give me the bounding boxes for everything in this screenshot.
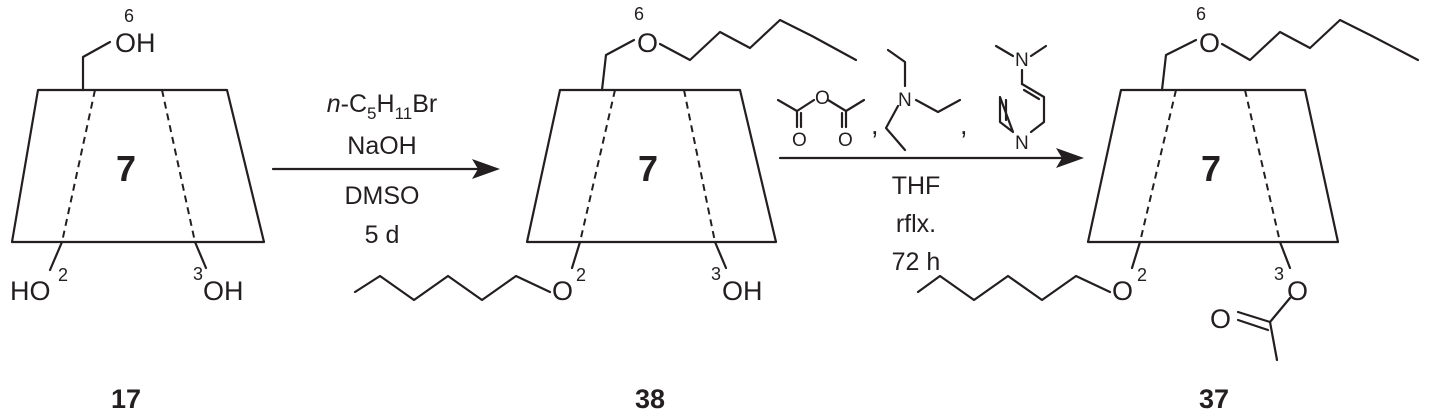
ring-unit-count: 7 bbox=[116, 148, 136, 189]
o3-bond bbox=[193, 240, 208, 270]
anhydride-skeleton-right bbox=[826, 98, 866, 113]
o2-bond bbox=[1130, 240, 1142, 270]
o3-label: O bbox=[1287, 276, 1308, 306]
reaction-arrow-2-head bbox=[1056, 148, 1084, 168]
anhydride-bridge-o: O bbox=[815, 88, 830, 109]
dmap-amine-n: N bbox=[1015, 50, 1029, 71]
ethyl-arm-bottom bbox=[884, 104, 907, 152]
pyridine-double-2 bbox=[1022, 88, 1041, 101]
ring-unit-count: 7 bbox=[638, 148, 658, 189]
reflux-condition: rflx. bbox=[896, 210, 936, 238]
cyclodextrin-frustum bbox=[1086, 88, 1340, 244]
o3-position: 3 bbox=[193, 264, 203, 284]
reaction-arrow-1-head bbox=[472, 159, 500, 179]
anhydride-skeleton-left bbox=[776, 98, 816, 113]
reaction-time-1: 5 d bbox=[365, 221, 400, 249]
o6-label: OH bbox=[115, 28, 156, 58]
compound-38: O 6 7 O 2 3 OH 38 bbox=[353, 4, 858, 414]
reagent-alkyl-bromide: n-C5H11Br bbox=[327, 90, 437, 123]
ring-dash-left bbox=[579, 89, 616, 243]
o2-position: 2 bbox=[1137, 265, 1147, 285]
o6-position: 6 bbox=[634, 4, 644, 24]
o2-bond bbox=[48, 240, 64, 272]
reaction-step-1: n-C5H11Br NaOH DMSO 5 d bbox=[271, 90, 500, 249]
o2-label: O bbox=[552, 276, 573, 306]
compound-number-17: 17 bbox=[111, 384, 141, 414]
c6-arm bbox=[1160, 38, 1198, 92]
compound-17: OH 6 7 HO 2 3 OH 17 bbox=[10, 6, 266, 414]
reaction-step-2: O O O , N , N N THF rflx. 72 h bbox=[776, 44, 1084, 276]
dmap-methyl-right bbox=[1029, 44, 1048, 58]
o3-bond bbox=[1278, 240, 1292, 270]
o3-label: OH bbox=[722, 276, 763, 306]
o6-pentyl-chain bbox=[658, 18, 858, 62]
o2-label: O bbox=[1112, 276, 1133, 306]
o2-label: HO bbox=[10, 276, 51, 306]
amine-nitrogen: N bbox=[898, 90, 912, 111]
compound-number-37: 37 bbox=[1199, 384, 1229, 414]
compound-number-38: 38 bbox=[635, 384, 665, 414]
o6-label: O bbox=[1199, 28, 1220, 58]
anhydride-carbonyl-o-right: O bbox=[838, 130, 853, 151]
o3-position: 3 bbox=[711, 264, 721, 284]
acetyl-skeleton bbox=[1268, 296, 1292, 362]
reagent-separator-1: , bbox=[871, 110, 879, 140]
acetyl-carbonyl-2 bbox=[1236, 318, 1270, 332]
c6-arm bbox=[600, 38, 636, 92]
reaction-time-2: 72 h bbox=[892, 248, 941, 276]
ring-unit-count: 7 bbox=[1201, 148, 1221, 189]
ring-dash-right bbox=[1244, 89, 1281, 243]
dmap-methyl-left bbox=[994, 44, 1015, 58]
reagent-separator-2: , bbox=[960, 110, 968, 140]
acetyl-carbonyl-1 bbox=[1236, 310, 1272, 324]
o2-position: 2 bbox=[58, 265, 68, 285]
solvent-dmso: DMSO bbox=[345, 182, 420, 210]
ethyl-arm-right bbox=[914, 98, 962, 114]
ring-dash-left bbox=[1139, 89, 1177, 243]
o2-bond bbox=[570, 240, 582, 270]
cyclodextrin-frustum bbox=[525, 88, 778, 244]
ring-dash-right bbox=[683, 89, 716, 243]
solvent-thf: THF bbox=[892, 172, 941, 200]
o3-position: 3 bbox=[1274, 264, 1284, 284]
pyridine-nitrogen: N bbox=[1015, 133, 1029, 154]
reagent-base: NaOH bbox=[347, 132, 416, 160]
ring-dash-left bbox=[61, 89, 96, 243]
o3-label: OH bbox=[203, 276, 244, 306]
dmap: N N bbox=[994, 44, 1048, 154]
cyclodextrin-frustum bbox=[10, 88, 266, 244]
triethylamine: N , bbox=[884, 48, 968, 152]
o6-label: O bbox=[637, 28, 658, 58]
o6-position: 6 bbox=[1196, 4, 1206, 24]
ring-dash-right bbox=[161, 89, 196, 243]
o2-pentyl-chain bbox=[353, 274, 552, 302]
anhydride-carbonyl-o-left: O bbox=[792, 130, 807, 151]
o2-position: 2 bbox=[576, 265, 586, 285]
o2-pentyl-chain bbox=[916, 274, 1112, 302]
c6-arm bbox=[81, 40, 112, 92]
o3-bond bbox=[713, 240, 728, 270]
compound-37: O 6 7 O 2 3 O O 37 bbox=[916, 4, 1420, 414]
ethyl-arm-top bbox=[886, 48, 907, 88]
o6-pentyl-chain bbox=[1220, 18, 1420, 62]
o6-position: 6 bbox=[124, 6, 134, 26]
acetic-anhydride: O O O , bbox=[776, 88, 879, 151]
acetyl-carbonyl-o: O bbox=[1210, 304, 1231, 334]
